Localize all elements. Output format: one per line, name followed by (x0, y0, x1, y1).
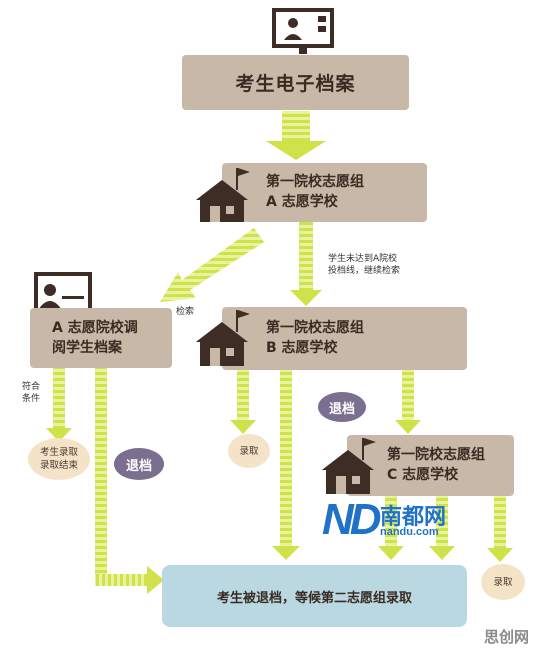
group-a-line2: A 志愿学校 (266, 194, 338, 210)
admit-b-oval: 录取 (228, 434, 270, 468)
admit-c-label: 录取 (493, 576, 513, 588)
admit-b-label: 录取 (239, 445, 259, 457)
final-box: 考生被退档，等候第二志愿组录取 (162, 565, 467, 627)
logo-url: nandu.com (380, 526, 439, 538)
admit-end-oval: 考生录取 录取结束 (28, 438, 90, 480)
monitor-icon (272, 8, 334, 54)
group-c-line2: C 志愿学校 (387, 467, 459, 483)
arrow-a-to-b (290, 222, 322, 306)
note-search: 检索 (176, 307, 195, 317)
adjust-line2: 阅学生档案 (52, 340, 122, 356)
arrow-title-to-a (266, 111, 326, 160)
logo-nd: ND (322, 495, 382, 544)
note-conditions-line2: 条件 (22, 394, 41, 404)
note-conditions-line1: 符合 (22, 382, 41, 392)
title-text: 考生电子档案 (235, 73, 356, 95)
return-bubble-1: 退档 (318, 392, 366, 422)
note-not-reached-line2: 投档线，继续检索 (328, 266, 401, 276)
group-b-line2: B 志愿学校 (266, 340, 338, 356)
group-b-line1: 第一院校志愿组 (266, 320, 364, 336)
return-bubble-1-label: 退档 (328, 401, 355, 417)
group-c-line1: 第一院校志愿组 (387, 447, 485, 463)
arrow-c-to-admit (487, 496, 513, 562)
arrow-b-to-final (272, 370, 300, 560)
teacher-icon (34, 272, 92, 312)
admit-end-line1: 考生录取 (39, 447, 78, 458)
final-text: 考生被退档，等候第二志愿组录取 (216, 590, 412, 606)
arrow-c-to-final-1 (378, 496, 404, 560)
arrow-b-to-admit (230, 370, 256, 434)
return-bubble-2: 退档 (114, 448, 164, 480)
title-box: 考生电子档案 (182, 55, 409, 110)
arrow-a-to-adjust (160, 228, 264, 302)
logo-cn: 南都网 (380, 505, 447, 530)
note-not-reached-line1: 学生未达到A院校 (328, 254, 398, 264)
note-conditions: 符合 条件 (22, 381, 40, 405)
first-group-a-panel: 第一院校志愿组 A 志愿学校 (222, 163, 427, 222)
return-bubble-2-label: 退档 (125, 458, 152, 474)
adjust-line1: A 志愿院校调 (52, 320, 138, 336)
group-a-line1: 第一院校志愿组 (266, 174, 364, 190)
arrow-c-to-final-2 (429, 496, 455, 560)
watermark: 思创网 (484, 628, 530, 646)
adjust-box: A 志愿院校调 阅学生档案 (30, 308, 172, 368)
admit-c-oval: 录取 (481, 564, 525, 600)
arrow-b-to-c (395, 370, 421, 434)
first-group-c-panel: 第一院校志愿组 C 志愿学校 (347, 435, 514, 496)
nandu-logo: ND 南都网 nandu.com (322, 495, 472, 547)
arrow-adjust-to-end (46, 368, 72, 442)
note-not-reached: 学生未达到A院校 投档线，继续检索 (328, 253, 400, 277)
arrow-adjust-to-final (95, 368, 164, 594)
admit-end-line2: 录取结束 (39, 460, 78, 471)
first-group-b-panel: 第一院校志愿组 B 志愿学校 (222, 307, 467, 370)
